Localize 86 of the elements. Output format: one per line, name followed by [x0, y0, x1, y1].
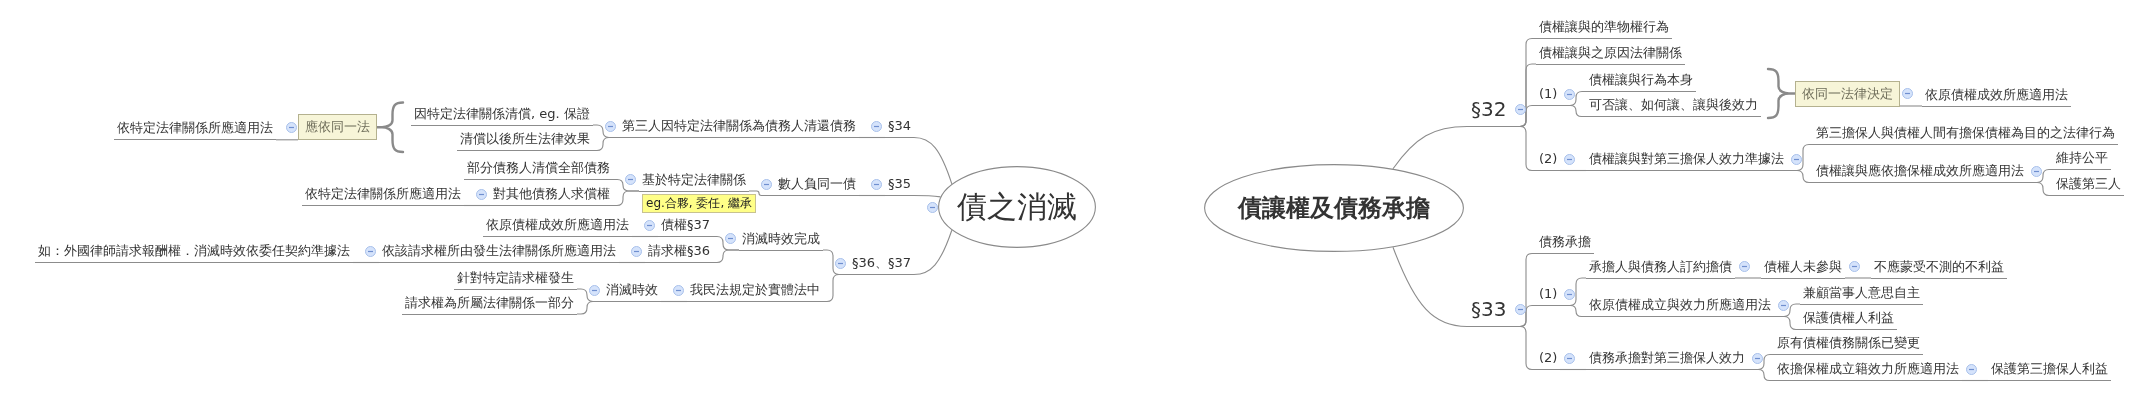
branch-topic: 可否讓、如何讓、讓與後效力 — [1586, 97, 1761, 117]
branch-topic: §34 — [885, 118, 915, 138]
branch-topic: 依特定法律關係所應適用法 — [302, 186, 464, 206]
connector-line — [1392, 125, 1468, 170]
branch-topic: 對其他債務人求償權 — [490, 186, 613, 206]
branch-topic: (2) — [1536, 151, 1561, 171]
branch-topic: 債權讓與的準物權行為 — [1536, 19, 1672, 39]
central-topic: 債讓權及債務承擔 — [1204, 164, 1464, 252]
branch-topic: 依擔保權成立籍效力所應適用法 — [1774, 361, 1962, 381]
connector-line — [858, 136, 886, 139]
branch-topic: 消滅時效完成 — [739, 230, 823, 251]
connector-line — [1961, 379, 1989, 382]
branch-topic: 請求權§36 — [645, 243, 714, 263]
branch-topic: 債權讓與行為本身 — [1586, 72, 1696, 92]
branch-topic: §35 — [885, 176, 915, 196]
connector-line — [463, 204, 491, 207]
connector-line — [1844, 277, 1872, 279]
branch-topic: 不應蒙受不測的不利益 — [1871, 258, 2007, 279]
connector-line — [1392, 246, 1468, 328]
connector-line — [1509, 125, 1537, 172]
branch-topic: 如：外國律師請求報酬權．消滅時效依委任契約準據法 — [35, 243, 353, 263]
branch-topic: 保護第三人 — [2053, 176, 2124, 196]
branch-topic: 維持公平 — [2053, 150, 2111, 170]
connector-line — [660, 300, 688, 303]
note-tag: eg.合夥, 委任, 繼承 — [642, 193, 757, 213]
branch-topic: 保護債權人利益 — [1800, 310, 1897, 330]
section-topic: §33 — [1467, 297, 1511, 327]
connector-line — [2026, 181, 2054, 197]
branch-topic: 因特定法律關係清償, eg. 保證 — [411, 105, 593, 126]
connector-line — [618, 261, 646, 264]
connector-line — [748, 190, 776, 197]
connector-line — [1734, 277, 1762, 279]
branch-topic: 原有債權債務關係已變更 — [1774, 335, 1923, 355]
branch-topic: 我民法規定於實體法中 — [687, 282, 823, 302]
branch-topic: 依特定法律關係所應適用法 — [114, 120, 276, 141]
branch-topic: 保護第三擔保人利益 — [1988, 361, 2111, 381]
connector-line — [275, 139, 299, 141]
branch-topic: (2) — [1536, 350, 1561, 370]
branch-topic: 債權讓與應依擔保權成效所應適用法 — [1813, 163, 2027, 183]
branch-topic: 債權§37 — [658, 217, 714, 237]
branch-topic: 部分債務人清償全部債務 — [464, 160, 613, 180]
branch-topic: 依原債權成效所應適用法 — [483, 217, 632, 237]
connector-line — [913, 229, 953, 276]
summary-box: 依同一法律決定 — [1795, 80, 1900, 107]
connector-line — [858, 194, 886, 197]
branch-topic: 依原債權成效所應適用法 — [1922, 86, 2071, 107]
branch-topic: 第三擔保人與債權人間有擔保債權為目的之法律行為 — [1813, 125, 2118, 145]
connector-line — [1773, 315, 1801, 331]
branch-topic: 債權讓與對第三擔保人效力準據法 — [1586, 151, 1787, 171]
branch-topic: 依原債權成立與效力所應適用法 — [1586, 297, 1774, 317]
connector-line — [1509, 325, 1537, 371]
connector-line — [1559, 169, 1587, 172]
branch-topic: 依該請求權所由發生法律關係所應適用法 — [379, 243, 619, 263]
branch-topic: 債權讓與之原因法律關係 — [1536, 44, 1685, 65]
branch-topic: 債權人未參與 — [1761, 258, 1845, 279]
connector-line — [592, 136, 620, 152]
connector-line — [612, 190, 640, 207]
connector-line — [1559, 368, 1587, 371]
connector-line — [913, 136, 953, 185]
branch-topic: 債務承擔對第三擔保人效力 — [1586, 350, 1748, 370]
connector-line — [1899, 105, 1923, 107]
connector-line — [1747, 368, 1775, 382]
connector-line — [712, 249, 740, 264]
branch-topic: 清償以後所生法律效果 — [457, 131, 593, 151]
branch-topic: (1) — [1536, 86, 1561, 106]
connector-line — [1786, 169, 1814, 184]
branch-topic: 基於特定法律關係 — [639, 171, 749, 192]
branch-topic: 數人負同一債 — [775, 176, 859, 196]
branch-topic: 承擔人與債務人訂約擔債 — [1586, 258, 1735, 279]
connector-line — [352, 261, 380, 264]
branch-topic: 第三人因特定法律關係為債務人清還債務 — [619, 118, 859, 138]
connector-line — [1559, 104, 1587, 118]
branch-topic: (1) — [1536, 286, 1561, 306]
connector-line — [1559, 304, 1587, 318]
branch-topic: 請求權為所屬法律關係一部分 — [402, 294, 577, 315]
branch-topic: 消滅時效 — [603, 282, 661, 302]
branch-topic: 針對特定請求權發生 — [454, 269, 577, 290]
summary-box: 應依同一法 — [298, 114, 377, 141]
connector-line — [822, 273, 850, 303]
branch-topic: §36、§37 — [849, 255, 915, 275]
branch-topic: 債務承擔 — [1536, 234, 1594, 254]
connector-line — [631, 235, 659, 238]
central-topic: 債之消滅 — [938, 166, 1096, 248]
connector-line — [576, 300, 604, 315]
section-topic: §32 — [1467, 97, 1511, 127]
branch-topic: 兼顧當事人意思自主 — [1800, 284, 1923, 305]
